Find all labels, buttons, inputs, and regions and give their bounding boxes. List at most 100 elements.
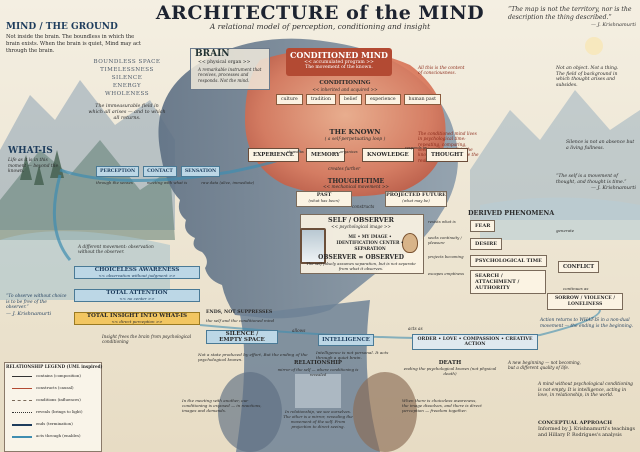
relationship-right-note: When there is choiceless awareness, the …: [402, 398, 482, 413]
brain-box: [190, 48, 270, 90]
known-connector: organizes: [340, 150, 358, 154]
conditioned-mind-box: CONDITIONED MIND << accumulated program …: [286, 48, 392, 76]
relationship-left-note: In the meeting with another, our conditi…: [182, 398, 262, 413]
death-box: DEATH ending the psychological known (no…: [398, 360, 502, 376]
total-insight-title: TOTAL INSIGHT INTO WHAT-IS: [86, 313, 188, 319]
perception-label: through the senses: [96, 180, 133, 185]
past-sub: (what has been): [308, 198, 340, 203]
what-is-subtitle: Life as it is in this moment — beyond th…: [8, 158, 59, 174]
quality-item: TIMELESSNESS: [100, 67, 154, 74]
brain-description: A remarkable instrument that receives, p…: [198, 67, 262, 83]
total-attention-title: TOTAL ATTENTION: [106, 290, 168, 296]
derived-search: SEARCH / ATTACHMENT / AUTHORITY: [470, 270, 546, 294]
known-subtitle: ( a self-perpetuating loop ): [324, 137, 386, 142]
conditioning-chip: belief: [338, 94, 362, 105]
legend-row: conditions (influences): [36, 397, 81, 402]
total-insight-sub: << direct perception >>: [111, 319, 163, 324]
relationship-note: In relationship, we see ourselves. The o…: [283, 409, 353, 429]
intelligence-note: Intelligence is not personal. It acts th…: [316, 350, 389, 361]
derived-label: escapes emptiness: [428, 271, 465, 276]
legend-line-causal: [12, 388, 32, 389]
right-quote-3: “The self is a movement of thought, and …: [556, 174, 636, 192]
choiceless-title: CHOICELESS AWARENESS: [94, 267, 180, 273]
past-title: PAST: [316, 192, 332, 198]
quality-item: WHOLENESS: [104, 91, 150, 98]
self-subtitle: << psychological image >>: [331, 224, 391, 229]
silence-title2: EMPTY SPACE: [219, 337, 265, 343]
allows-label: allows: [292, 328, 306, 333]
past-box: PAST (what has been): [296, 191, 352, 207]
mind-qualities: BOUNDLESS SPACE TIMELESSNESS SILENCE ENE…: [92, 58, 162, 99]
mask-icon: [402, 233, 418, 253]
conceptual-approach: CONCEPTUAL APPROACH Informed by J. Krish…: [538, 420, 636, 439]
derived-label: seeks continuity / pleasure: [428, 235, 462, 245]
legend-row: ends (termination): [36, 421, 73, 426]
perception-box: PERCEPTION: [96, 166, 140, 177]
ends-title: ENDS, NOT SUPPRESSES: [206, 310, 273, 315]
insight-note: Insight frees the brain from psychologic…: [102, 334, 192, 345]
conditioning-title: CONDITIONING: [319, 80, 371, 86]
page-title: ARCHITECTURE of the MIND: [155, 2, 485, 24]
conditioned-mind-title: CONDITIONED MIND: [290, 50, 388, 60]
future-sub: (what may be): [402, 198, 430, 203]
order-love-box: ORDER • LOVE • COMPASSION • CREATIVE ACT…: [412, 334, 538, 350]
legend-line-ends: [12, 424, 32, 426]
left-quote: “To observe without choice is to be free…: [6, 294, 68, 318]
observer-observed-sub: The self falsely assumes separation, but…: [306, 261, 416, 271]
known-connector: stored as: [287, 150, 304, 154]
conditioned-mind-sub2: The movement of the known.: [305, 65, 373, 70]
what-is-title: WHAT-IS: [8, 146, 53, 156]
legend-line-acts: [12, 436, 32, 438]
choiceless-sub: << observation without judgment >>: [98, 273, 176, 278]
conflict-box: CONFLICT: [558, 261, 600, 273]
brain-title: BRAIN: [195, 49, 230, 59]
conceptual-text: Informed by J. Krishnamurti's teachings …: [538, 426, 635, 438]
legend-row: constructs (causal): [36, 385, 74, 390]
total-attention-sub: << no center >>: [119, 296, 155, 301]
known-box-thought: THOUGHT: [426, 148, 469, 162]
quality-item: ENERGY: [112, 83, 142, 90]
quality-item: SILENCE: [111, 75, 143, 82]
conditioning-chip: human past: [403, 94, 441, 105]
total-attention-box: TOTAL ATTENTION << no center >>: [74, 289, 200, 302]
thought-time-sub: << mechanical movement >>: [322, 185, 390, 190]
conditioned-mind-sub: << accumulated program >>: [304, 60, 374, 65]
future-box: PROJECTED FUTURE (what may be): [385, 191, 447, 207]
conditioning-chip: tradition: [305, 94, 336, 105]
conditioning-subtitle: << inherited and acquired >>: [312, 87, 378, 92]
derived-psych-time: PSYCHOLOGICAL TIME: [470, 255, 547, 267]
left-quote-author: — J. Krishnamurti: [6, 311, 52, 318]
derived-fear: FEAR: [470, 220, 496, 232]
immeasurable-note: The immeasurable field in which all aris…: [88, 104, 166, 121]
conditioning-chip: culture: [276, 94, 303, 105]
mirror-icon: [300, 228, 326, 264]
right-quote-3-text: “The self is a movement of thought, and …: [556, 174, 627, 185]
known-title: THE KNOWN: [329, 128, 381, 136]
contact-box: CONTACT: [143, 166, 177, 177]
continues-label: continues as: [563, 286, 589, 291]
creates-further-label: creates further: [328, 166, 361, 171]
ends-subtitle: the self and the conditioned mind: [206, 318, 275, 323]
legend-line-composition: [12, 376, 32, 377]
acts-as-label: acts as: [408, 326, 423, 331]
choiceless-awareness-box: CHOICELESS AWARENESS << observation with…: [74, 266, 200, 279]
thought-time-title: THOUGHT-TIME: [327, 178, 385, 185]
derived-label: resists what is: [428, 219, 456, 224]
legend-line-influence: [12, 400, 32, 401]
relationship-subtitle: mirror of the self — where conditioning …: [277, 367, 359, 377]
legend-row: contains (composition): [36, 373, 81, 378]
known-box-experience: EXPERIENCE: [248, 148, 299, 162]
perception-label: meeting with what is: [146, 180, 188, 185]
generate-label: generate: [556, 228, 575, 233]
brain-subtitle: << physical organ >>: [198, 60, 251, 65]
perception-chain: PERCEPTION CONTACT SENSATION: [96, 166, 221, 177]
sorrow-box: SORROW / VIOLENCE / LONELINESS: [547, 293, 623, 311]
page-subtitle: A relational model of perception, condit…: [209, 22, 431, 31]
self-title: SELF / OBSERVER: [328, 216, 394, 224]
legend-row: acts through (enables): [36, 433, 81, 438]
conditioning-items: culture tradition belief experience huma…: [276, 94, 441, 105]
right-quote-2: Silence is not an absence but a living f…: [566, 140, 635, 151]
action-returns-note: Action returns to WHAT-IS in a non-dual …: [540, 318, 634, 329]
constructs-label: constructs: [352, 204, 375, 209]
left-quote-text: “To observe without choice is to be free…: [6, 294, 67, 311]
